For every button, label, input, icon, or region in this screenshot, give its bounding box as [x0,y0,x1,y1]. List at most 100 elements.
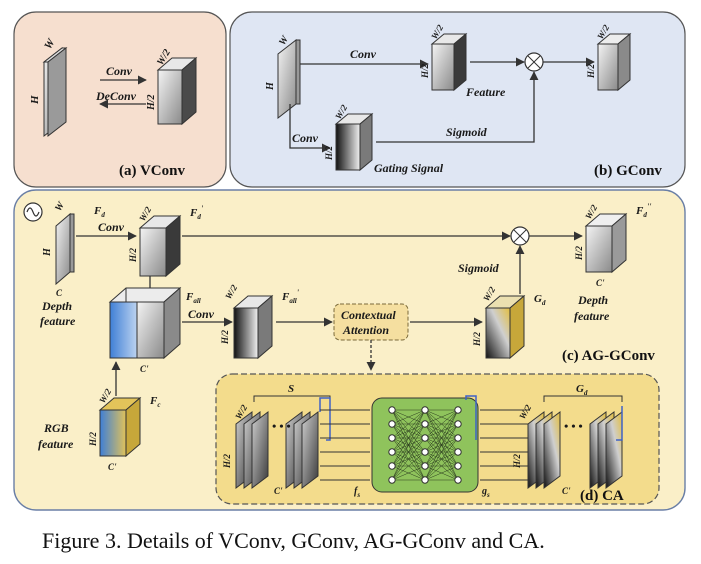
ag-cprime3-label: C' [596,278,605,288]
ag-conv2-label: Conv [188,307,215,321]
ca-network-edge [391,451,426,481]
ag-rgb-label-1: RGB [43,421,69,435]
ca-network-edge [391,409,426,481]
ag-gd-label: Gd [534,293,546,307]
ag-contextual-label-1: Contextual [341,308,396,322]
ca-network-node [454,406,462,414]
gconv-gating-label: Gating Signal [374,161,444,175]
ca-h2a-label: H/2 [222,453,232,469]
sine-wave-icon [23,202,43,222]
ag-fall1-cube [232,294,274,360]
gconv-multiply-node [524,52,544,72]
ca-network-edge [391,409,426,439]
ag-contextual-attention-box: Contextual Attention [333,303,409,341]
ca-network-node [388,420,396,428]
ag-h2b-label: H/2 [220,329,230,345]
ag-h-label: H [42,247,53,257]
ca-network-edge [424,409,459,453]
gconv-h2a-label: H/2 [420,63,430,79]
ca-gs-label: gs [481,486,490,499]
gconv-h2c-label: H/2 [586,63,596,79]
ca-network-node [454,448,462,456]
ag-output-cube [584,212,628,274]
gconv-feature-label: Feature [465,85,506,99]
ca-network-edge [391,437,426,481]
ag-fall1-label: Fall' [281,288,300,305]
vconv-input-slab [42,46,68,138]
ca-dots-left: • • • [272,419,291,433]
ca-network-node [388,476,396,484]
ag-h2a-label: H/2 [128,247,138,263]
ca-gd-brace [543,395,623,402]
ca-network-node [454,434,462,442]
ag-depth-in-label-2: feature [40,314,76,328]
ca-network-edge [391,465,426,481]
ag-h2d-label: H/2 [472,331,482,347]
ca-right-stack [527,411,623,489]
gconv-panel: W H Conv W/2 H/2 Feature W/2 H/2 Conv [229,11,686,188]
ca-network-edge [424,437,459,481]
ca-network-edge [424,409,459,439]
ag-depth-slab [55,212,75,286]
ca-blue-link-mid [465,395,477,440]
gconv-h2b-label: H/2 [324,145,334,161]
ag-c-label: C [56,288,63,298]
ag-fd2-label: Fd'' [635,202,652,219]
gconv-title: (b) GConv [594,163,662,179]
gconv-gating-cube [334,112,374,172]
ag-contextual-label-2: Attention [342,323,389,337]
ca-network-node [388,406,396,414]
ca-network-edge [391,409,426,425]
ca-title: (d) CA [580,488,624,504]
ca-network-node [454,476,462,484]
vconv-panel: W H Conv DeConv W/2 H/2 (a) VConv [13,11,227,188]
ag-fd1-label: Fd' [189,204,204,221]
ca-network-edge [424,409,459,425]
ca-network-node [421,434,429,442]
ca-network-node [421,448,429,456]
ca-input-lines [320,409,370,481]
ca-network-edge [424,409,459,467]
ag-conv1-label: Conv [98,220,125,234]
vconv-deconv-label: DeConv [95,89,137,103]
ag-depth-out-label-2: feature [574,309,610,323]
gconv-conv-bottom-arrow [289,104,331,153]
ag-h2c-label: H/2 [88,431,98,447]
ca-network-edge [424,409,459,481]
gconv-h-label: H [265,81,276,91]
ca-left-stack-1 [235,411,319,489]
ca-panel: • • • W/2 H/2 C' S fs [215,373,660,505]
ag-sigmoid-label: Sigmoid [458,261,500,275]
ca-network-node [421,420,429,428]
ca-network-edge [424,465,459,481]
gconv-input-slab [277,38,301,120]
ca-network-edge [391,409,426,453]
ca-network-node [421,462,429,470]
gconv-conv-bottom-label: Conv [292,131,319,145]
vconv-h2-label: H/2 [146,94,157,111]
ag-depth-in-label-1: Depth [41,299,72,313]
ag-fall-label: Fall [185,291,201,305]
ca-network-node [388,448,396,456]
ca-network-node [388,462,396,470]
figure-caption: Figure 3. Details of VConv, GConv, AG-GC… [42,528,545,553]
ca-network-edge [424,451,459,481]
gconv-conv-top-label: Conv [350,47,377,61]
ag-multiply-node [510,226,530,246]
ca-network-node [388,434,396,442]
ca-output-lines [480,409,530,481]
ag-h2e-label: H/2 [574,245,584,261]
ca-gd-label: Gd [576,383,588,397]
vconv-conv-label: Conv [106,64,133,78]
ag-fd-label: Fd [93,205,105,219]
ag-rgb-label-2: feature [38,437,74,451]
ca-h2b-label: H/2 [512,453,522,469]
ca-network-node [421,406,429,414]
ca-network-edge [391,409,426,467]
ag-fd1-cube [138,214,182,278]
vconv-output-cube [156,56,198,126]
ca-blue-link-right [616,406,623,441]
ca-network [371,397,479,493]
gconv-sigmoid-arrow [376,71,539,143]
gconv-sigmoid-label: Sigmoid [446,125,488,139]
